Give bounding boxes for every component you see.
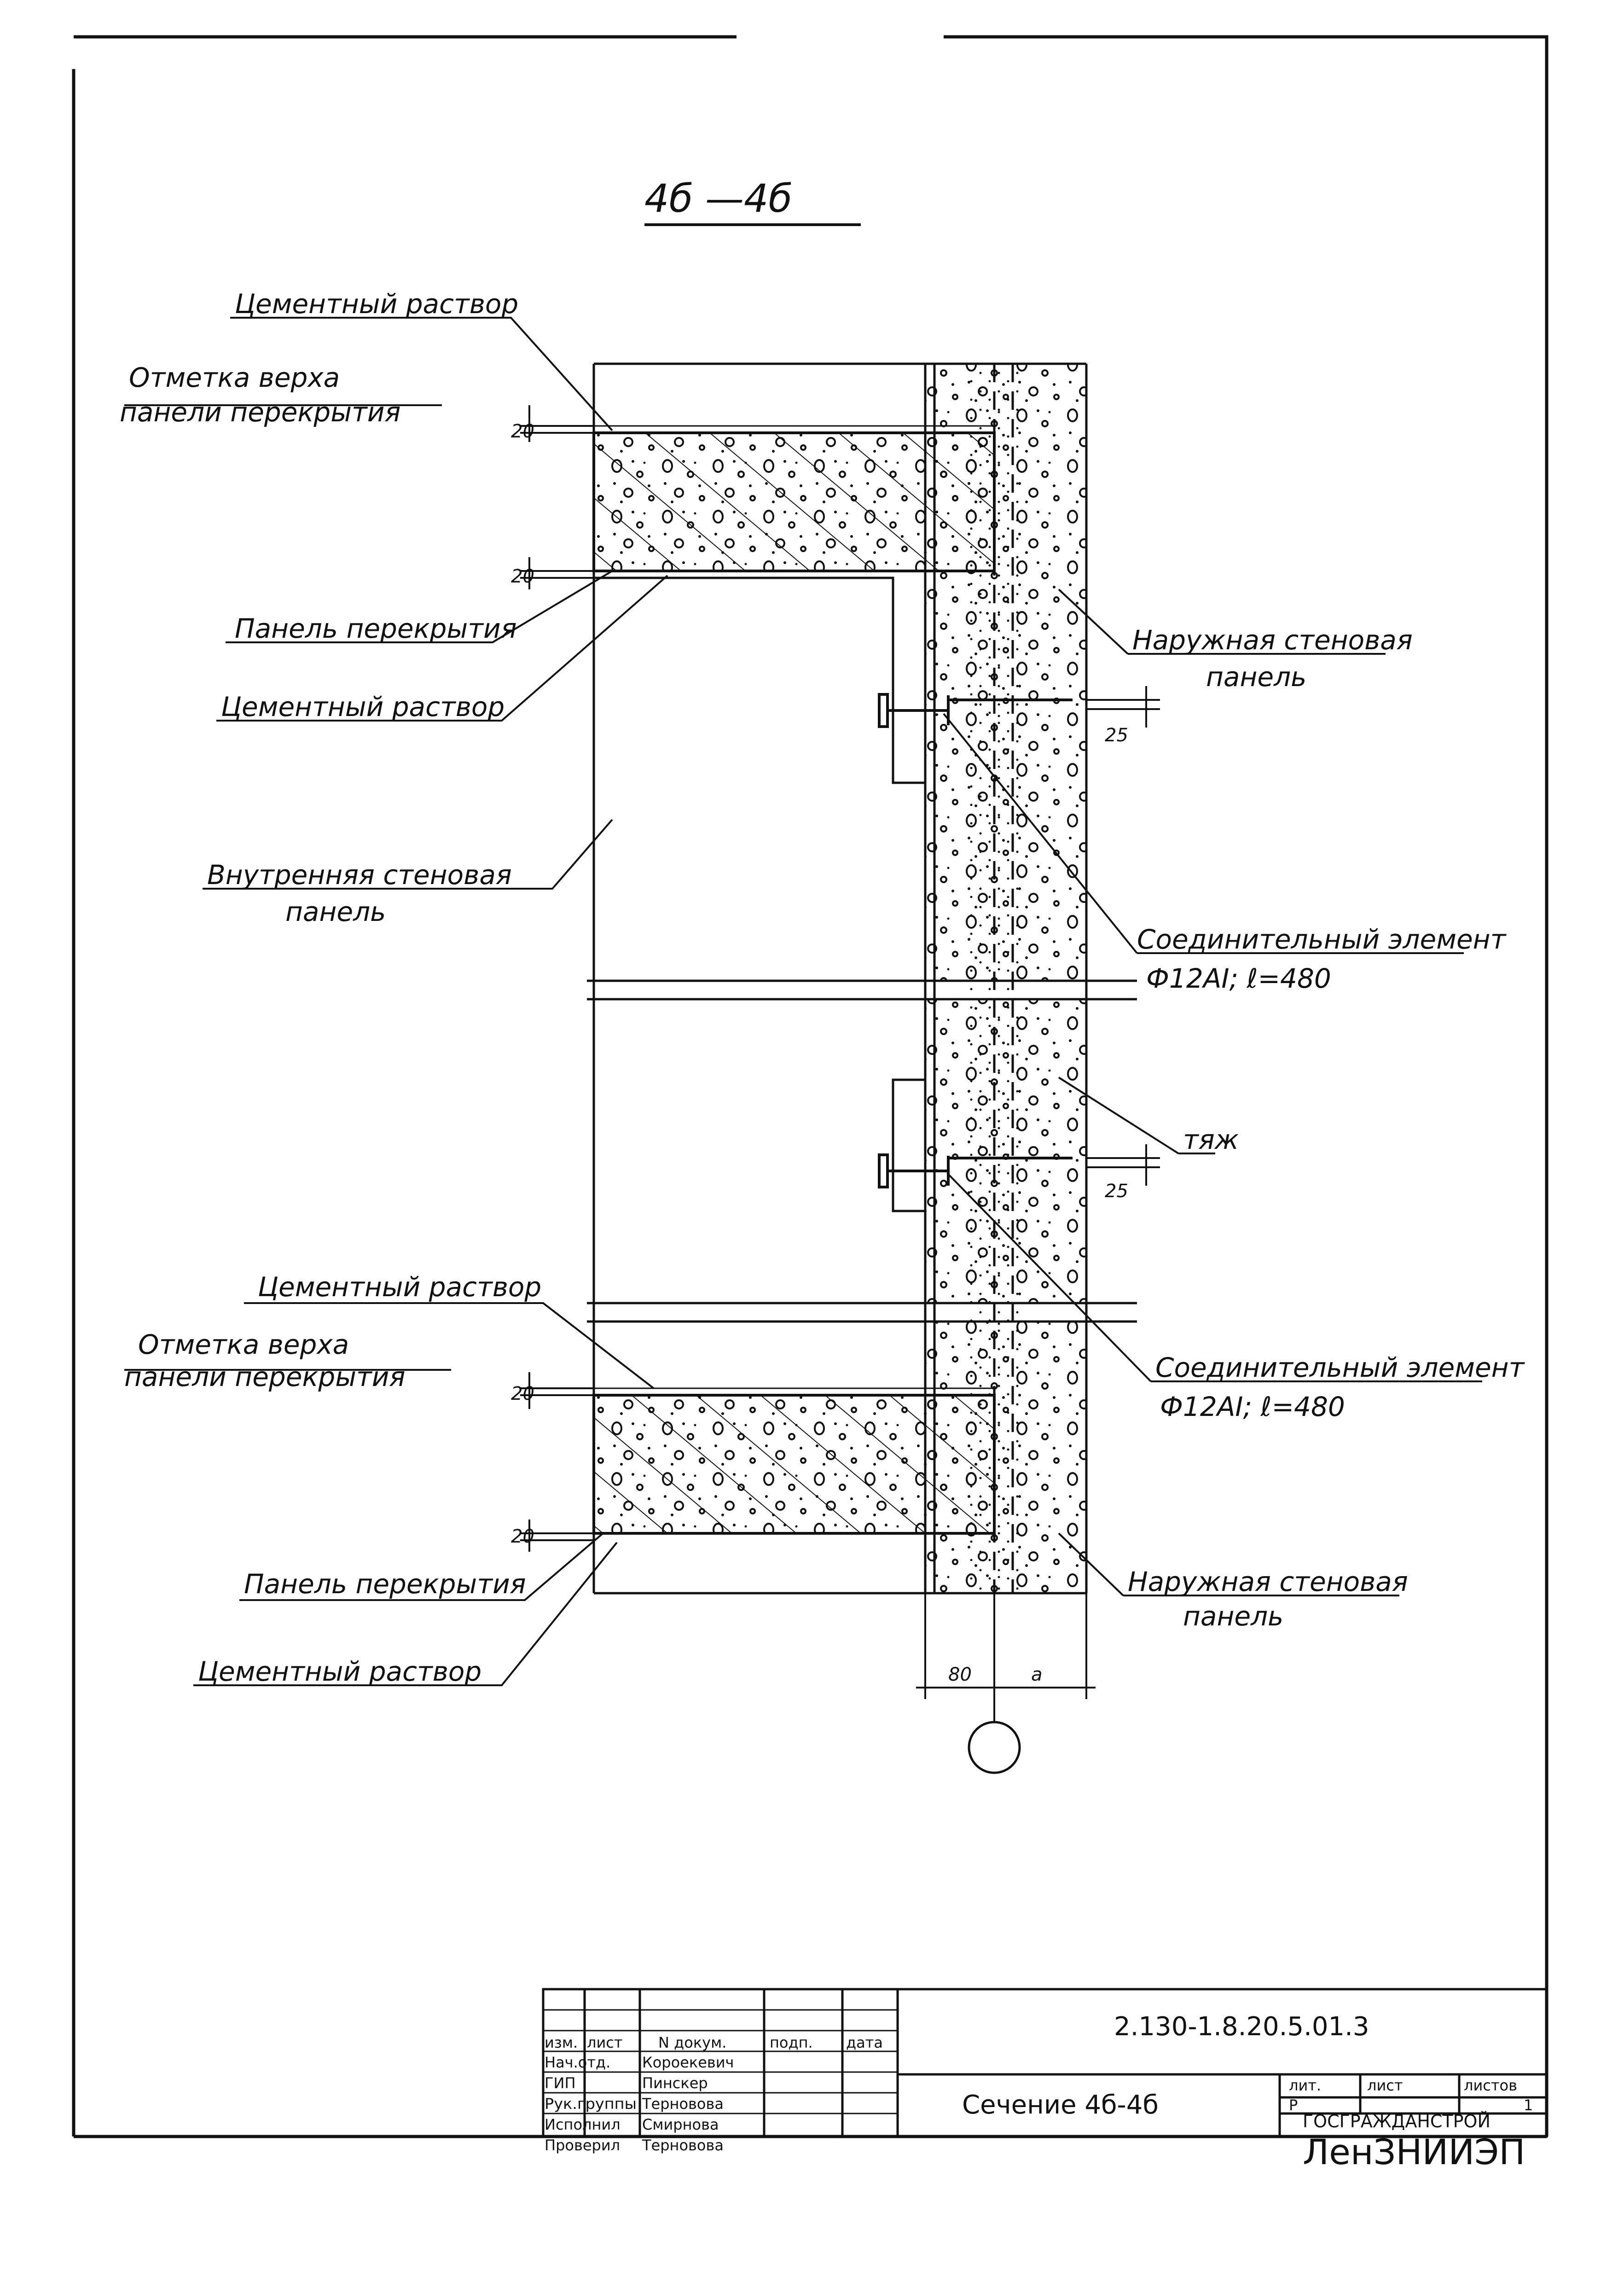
label-inner-wall-line2: панель bbox=[285, 896, 386, 927]
tb-listov-label: листов bbox=[1464, 2077, 1517, 2094]
tb-name-4: Смирнова bbox=[642, 2116, 719, 2133]
tb-role-4: Исполнил bbox=[545, 2116, 621, 2133]
tb-org-1: ГОСГРАЖДАНСТРОЙ bbox=[1303, 2111, 1491, 2131]
dim-20-d: 20 bbox=[511, 1526, 534, 1547]
tb-name-2: Пинскер bbox=[642, 2074, 708, 2092]
label-mark-top-line1: Отметка верха bbox=[129, 362, 340, 393]
label-mark-bottom-line1: Отметка верха bbox=[138, 1329, 349, 1360]
dim-25-b: 25 bbox=[1105, 1181, 1128, 1202]
document-code: 2.130-1.8.20.5.01.3 bbox=[1114, 2012, 1369, 2042]
sheet-title: Сечение 4б-4б bbox=[962, 2090, 1159, 2120]
label-connector-bottom-line1: Соединительный элемент bbox=[1155, 1352, 1525, 1383]
tb-role-1: Нач.отд. bbox=[545, 2054, 610, 2071]
connector-bottom bbox=[878, 1153, 1073, 1188]
dim-20-c: 20 bbox=[511, 1383, 534, 1404]
dim-20-b: 20 bbox=[511, 566, 534, 587]
label-floor-panel-bottom: Панель перекрытия bbox=[244, 1568, 526, 1600]
tb-header-ndoc: N докум. bbox=[658, 2034, 726, 2051]
dimension-lines bbox=[520, 405, 1160, 1722]
tb-name-5: Терновова bbox=[642, 2137, 724, 2154]
tb-role-3: Рук.группы bbox=[545, 2095, 637, 2113]
label-tie: тяж bbox=[1183, 1124, 1239, 1155]
label-inner-wall-line1: Внутренняя стеновая bbox=[207, 859, 512, 891]
outer-wall-panel bbox=[924, 364, 1088, 1593]
tb-header-list: лист bbox=[587, 2034, 622, 2051]
tb-role-2: ГИП bbox=[545, 2074, 576, 2092]
dim-20-a: 20 bbox=[511, 421, 534, 442]
tb-list-label: лист bbox=[1367, 2077, 1403, 2094]
tb-org-2: ЛенЗНИИЭП bbox=[1303, 2131, 1525, 2172]
tb-lit-label: лит. bbox=[1289, 2077, 1321, 2094]
tb-header-podp: подп. bbox=[770, 2034, 813, 2051]
title-block: изм. лист N докум. подп. дата Нач.отд. К… bbox=[542, 1988, 1548, 2172]
label-connector-top-line1: Соединительный элемент bbox=[1137, 924, 1507, 955]
label-cement-mortar-bottom-2: Цементный раствор bbox=[198, 1656, 481, 1687]
label-mark-bottom-line2: панели перекрытия bbox=[124, 1361, 405, 1392]
tb-name-3: Терновова bbox=[642, 2095, 724, 2113]
section-title: 4б —4б bbox=[644, 176, 792, 221]
label-cement-mortar-top-1: Цементный раствор bbox=[235, 288, 518, 320]
label-connector-top-line2: Ф12АI; ℓ=480 bbox=[1146, 963, 1331, 994]
dim-25-a: 25 bbox=[1105, 725, 1128, 746]
tb-lit-value: Р bbox=[1289, 2096, 1298, 2114]
label-outer-wall-top-line1: Наружная стеновая bbox=[1132, 624, 1413, 656]
tb-header-data: дата bbox=[846, 2034, 883, 2051]
label-cement-mortar-top-2: Цементный раствор bbox=[221, 691, 505, 722]
dim-a: а bbox=[1031, 1664, 1043, 1685]
label-outer-wall-bottom-line1: Наружная стеновая bbox=[1128, 1566, 1408, 1597]
label-mark-top-line2: панели перекрытия bbox=[120, 396, 400, 428]
leader-lines bbox=[124, 317, 1482, 1686]
label-outer-wall-top-line2: панель bbox=[1206, 661, 1306, 693]
tb-name-1: Короекевич bbox=[642, 2054, 734, 2071]
axis-marker bbox=[968, 1721, 1021, 1774]
dim-80: 80 bbox=[948, 1664, 972, 1685]
sheet-frame bbox=[72, 35, 1549, 2138]
label-cement-mortar-bottom-1: Цементный раствор bbox=[258, 1271, 541, 1303]
tb-listov-value: 1 bbox=[1524, 2096, 1533, 2114]
tb-header-izm: изм. bbox=[545, 2034, 578, 2051]
label-connector-bottom-line2: Ф12АI; ℓ=480 bbox=[1160, 1391, 1345, 1422]
label-outer-wall-bottom-line2: панель bbox=[1183, 1601, 1283, 1632]
label-floor-panel-top: Панель перекрытия bbox=[235, 613, 517, 644]
tb-role-5: Проверил bbox=[545, 2137, 620, 2154]
